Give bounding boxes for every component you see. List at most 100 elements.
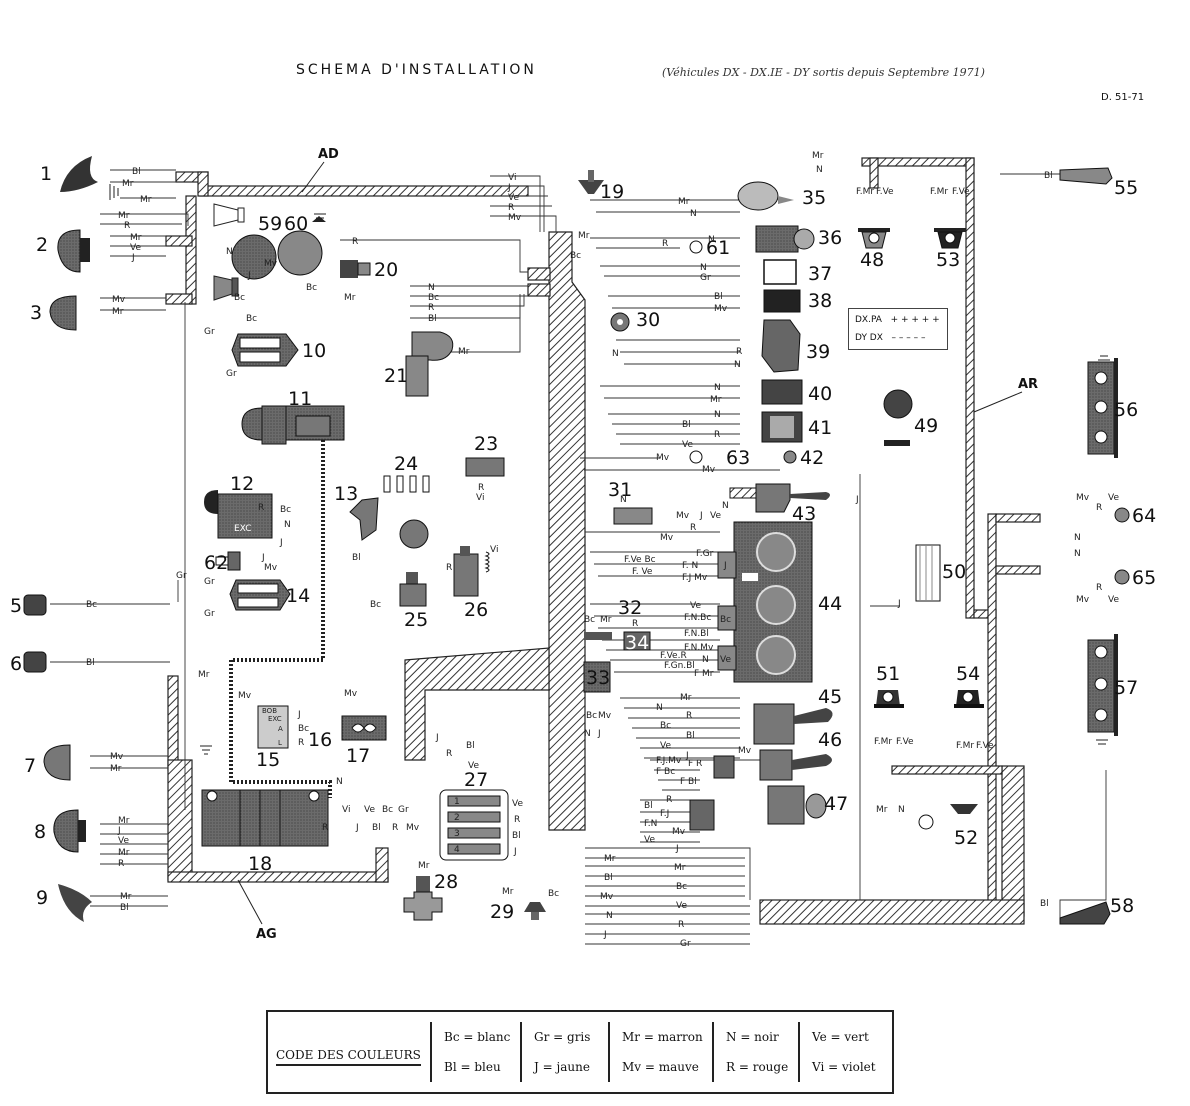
label-48: 48	[860, 249, 884, 271]
harness-ad-leader	[301, 161, 325, 193]
wire-label: R	[446, 563, 452, 573]
label-23: 23	[474, 433, 498, 455]
wire-label: Mr	[112, 307, 124, 317]
wire-label: Ve	[130, 243, 141, 253]
label-8: 8	[34, 821, 46, 843]
label-33: 33	[586, 667, 610, 689]
label-56: 56	[1114, 399, 1138, 421]
component-47-ignition-switch	[689, 785, 827, 831]
label-24: 24	[394, 453, 418, 475]
component-43	[729, 483, 830, 513]
wire-label: R	[478, 483, 484, 493]
wire-label: R	[352, 237, 358, 247]
wire-label: F.N.Bl	[684, 629, 709, 639]
harness-ad	[165, 171, 529, 305]
wire-label: Bc	[586, 711, 597, 721]
wire-label: Mr	[680, 693, 692, 703]
wire-label: Bl	[1044, 171, 1053, 181]
wire-label: Mr	[502, 887, 514, 897]
component-63-bulb	[689, 450, 703, 464]
wire-label: Bl	[352, 553, 361, 563]
wire-label: Mv	[110, 752, 124, 762]
color-code-entry: Mr = marron	[622, 1030, 703, 1044]
wire-label: F Mr	[694, 669, 714, 679]
wire-label: Mv	[738, 746, 752, 756]
wire-label: R	[662, 239, 668, 249]
component-15-regulator	[257, 705, 289, 749]
component-55-rear-fog-lamp	[1059, 167, 1113, 185]
label-30: 30	[636, 309, 660, 331]
label-43: 43	[792, 503, 816, 525]
wire-label: Gr	[226, 369, 237, 379]
legend-pattern: – – – – –	[891, 333, 926, 343]
component-44-instrument-cluster	[717, 521, 813, 683]
label-59: 59	[258, 213, 282, 235]
label-54: 54	[956, 663, 980, 685]
wire-label: Bl	[372, 823, 381, 833]
label-7: 7	[24, 755, 36, 777]
harness-ag-leader	[237, 879, 263, 925]
component-13	[349, 497, 379, 541]
wire-label: Bl	[714, 292, 723, 302]
label-19: 19	[600, 181, 624, 203]
wire-label: Mr	[118, 211, 130, 221]
component-65-bulb	[1114, 569, 1130, 585]
label-14: 14	[286, 585, 310, 607]
wire-label: F. Ve	[632, 567, 653, 577]
wire-label: Bc	[676, 882, 687, 892]
wire-label: Gr	[204, 577, 215, 587]
regulator-terminal-label: EXC	[268, 715, 282, 723]
wire-label: Bc	[246, 314, 257, 324]
wire-label: N	[702, 655, 709, 665]
diagram-title: SCHEMA D'INSTALLATION	[296, 62, 537, 78]
wire-label: Ve	[512, 799, 523, 809]
wire-label: R	[124, 221, 130, 231]
label-64: 64	[1132, 505, 1156, 527]
label-2: 2	[36, 234, 48, 256]
wire-label: F Bl	[680, 777, 697, 787]
label-32: 32	[618, 597, 642, 619]
component-11-starter	[241, 405, 345, 445]
wire-label: F.N.Bc	[684, 613, 711, 623]
wire-label: Bl	[132, 167, 141, 177]
wire-label: F.Ve Bc	[624, 555, 656, 565]
component-42-bulb	[783, 450, 797, 464]
component-60	[277, 216, 326, 276]
wire-label: J	[597, 729, 601, 739]
wire-label: F.Mr	[856, 187, 874, 197]
label-27: 27	[464, 769, 488, 791]
wire-label: J	[435, 733, 439, 743]
wire-label: Bc	[720, 615, 731, 625]
wire-label: Mr	[140, 195, 152, 205]
component-1-front-indicator	[60, 156, 98, 192]
wire-label: J	[685, 751, 689, 761]
wire-label: J	[513, 847, 517, 857]
wire-label: Mr	[604, 854, 616, 864]
label-65: 65	[1132, 567, 1156, 589]
component-34	[623, 631, 651, 651]
label-9: 9	[36, 887, 48, 909]
wire-label: F.Ve.R	[660, 651, 687, 661]
color-code-entry: Bl = bleu	[444, 1060, 501, 1074]
wire-label: Mr	[120, 892, 132, 902]
label-63: 63	[726, 447, 750, 469]
wire-label: Mr	[198, 670, 210, 680]
component-21-wiper-motor	[405, 331, 454, 397]
wire-label: Mr	[710, 395, 722, 405]
wire-label: F.Ve	[876, 187, 894, 197]
wire-label: N	[898, 805, 905, 815]
wire-label: R	[446, 749, 452, 759]
wire-label: F.Gr	[696, 549, 714, 559]
wire-label: N	[700, 263, 707, 273]
wire-label: Mv	[714, 304, 728, 314]
wire-label: Mv	[702, 465, 716, 475]
wire-label: Bl	[86, 658, 95, 668]
component-54-lamp	[954, 690, 984, 708]
wire-label: R	[736, 347, 742, 357]
wire-label: N	[708, 235, 715, 245]
wire-label: Mv	[264, 259, 278, 269]
wire-label: J	[855, 495, 859, 505]
wire-label: Bc	[660, 721, 671, 731]
wire-label: J	[131, 253, 135, 263]
wire-label: Bl	[120, 903, 129, 913]
